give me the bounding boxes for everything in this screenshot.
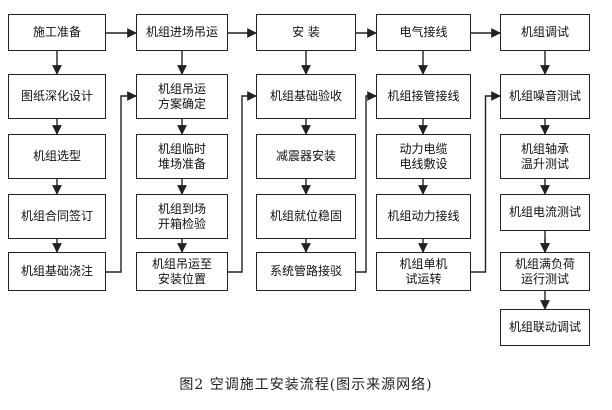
step-commissioning: 机组调试 — [500, 14, 590, 51]
step-construction-prep: 施工准备 — [8, 14, 106, 51]
step-piping-connection: 系统管路接驳 — [256, 252, 356, 291]
step-drawing-design: 图纸深化设计 — [8, 74, 106, 119]
step-label: 机组临时 堆场准备 — [157, 141, 206, 171]
step-power-wiring: 机组动力接线 — [376, 194, 471, 239]
step-label: 机组合同签订 — [20, 209, 93, 223]
step-label: 电气接线 — [399, 25, 448, 39]
step-damper-install: 减震器安装 — [256, 134, 356, 179]
step-label: 机组调试 — [520, 25, 569, 39]
step-label: 施工准备 — [32, 25, 81, 39]
step-electrical-wiring: 电气接线 — [376, 14, 471, 51]
step-cable-laying: 动力电缆 电线敷设 — [376, 134, 471, 179]
step-label: 机组进场吊运 — [145, 25, 218, 39]
step-label: 机组吊运至 安装位置 — [151, 256, 212, 286]
column-link-arrow — [106, 91, 137, 273]
step-label: 机组满负荷 运行测试 — [514, 256, 575, 286]
step-label: 系统管路接驳 — [269, 264, 342, 278]
step-label: 机组吊运 方案确定 — [157, 81, 206, 111]
step-label: 机组到场 开箱检验 — [157, 201, 206, 231]
step-foundation-pouring: 机组基础浇注 — [8, 252, 106, 291]
step-label: 机组选型 — [32, 149, 81, 163]
step-label: 机组轴承 温升测试 — [520, 141, 569, 171]
figure-caption: 图2 空调施工安装流程(图示来源网络) — [179, 377, 433, 393]
step-label: 机组联动调试 — [508, 320, 581, 334]
step-unpack-inspection: 机组到场 开箱检验 — [136, 194, 228, 239]
column-link-arrow — [356, 91, 377, 273]
step-unit-selection: 机组选型 — [8, 134, 106, 179]
step-label: 机组接管接线 — [387, 89, 460, 103]
step-unit-hoisting-entry: 机组进场吊运 — [136, 14, 228, 51]
step-label: 机组电流测试 — [508, 205, 581, 219]
step-label: 机组就位稳固 — [269, 209, 342, 223]
step-label: 减震器安装 — [275, 149, 336, 163]
step-noise-test: 机组噪音测试 — [500, 74, 590, 119]
step-temp-storage: 机组临时 堆场准备 — [136, 134, 228, 179]
step-label: 图纸深化设计 — [20, 89, 93, 103]
step-label: 机组基础浇注 — [20, 264, 93, 278]
column-link-arrow — [471, 91, 501, 273]
step-pipe-wiring: 机组接管接线 — [376, 74, 471, 119]
step-single-trial-run: 机组单机 试运转 — [376, 252, 471, 291]
step-linkage-commissioning: 机组联动调试 — [500, 309, 590, 346]
step-foundation-acceptance: 机组基础验收 — [256, 74, 356, 119]
step-positioning-fixing: 机组就位稳固 — [256, 194, 356, 239]
step-label: 机组基础验收 — [269, 89, 342, 103]
step-label: 机组动力接线 — [387, 209, 460, 223]
step-current-test: 机组电流测试 — [500, 194, 590, 231]
column-link-arrow — [228, 91, 257, 273]
step-label: 机组单机 试运转 — [399, 256, 448, 286]
step-full-load-test: 机组满负荷 运行测试 — [500, 252, 590, 291]
step-label: 动力电缆 电线敷设 — [399, 141, 448, 171]
step-hoist-to-position: 机组吊运至 安装位置 — [136, 252, 228, 291]
step-label: 机组噪音测试 — [508, 89, 581, 103]
step-label: 安 装 — [292, 25, 320, 39]
step-hoisting-plan: 机组吊运 方案确定 — [136, 74, 228, 119]
step-contract-signing: 机组合同签订 — [8, 194, 106, 239]
step-bearing-temp-test: 机组轴承 温升测试 — [500, 134, 590, 179]
step-installation: 安 装 — [256, 14, 356, 51]
